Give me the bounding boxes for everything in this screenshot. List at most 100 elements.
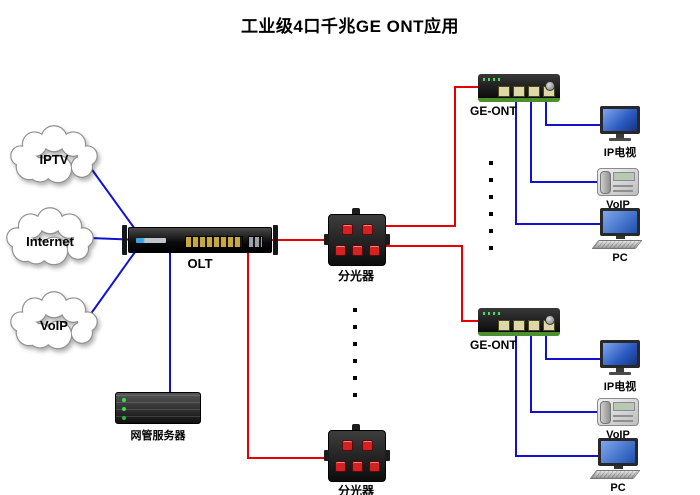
ellipsis-dots-ont: [489, 156, 493, 250]
splitter-port: [341, 224, 353, 236]
olt-uplink-ports: [248, 236, 263, 248]
ont-led-indicators: [483, 78, 503, 81]
splitter-port: [361, 440, 373, 452]
olt-pon-ports: [185, 236, 243, 248]
ellipsis-dots-splitter: [353, 303, 357, 397]
phone-keypad: [613, 182, 633, 192]
pc-screen: [598, 438, 638, 466]
endpoint-nms-server: 网管服务器: [112, 392, 204, 443]
link-ont2-tv: [545, 332, 612, 360]
ont-top-label: GE-ONT: [470, 104, 517, 118]
endpoint-pc-top: PC: [591, 208, 648, 264]
ont-antenna-connector: [545, 315, 555, 325]
splitter-bottom-device: [324, 424, 390, 482]
ont-lan-port: [528, 86, 540, 97]
phone-handset: [600, 401, 611, 424]
cloud-internet: Internet: [2, 206, 98, 268]
olt-mount-ear-left: [122, 225, 127, 255]
pc-icon: [591, 208, 643, 249]
tv-screen: [600, 106, 640, 134]
fiber-olt-splitter-bottom: [247, 250, 340, 459]
pc-icon: [589, 438, 641, 479]
phone-icon: [597, 168, 639, 196]
splitter-port: [368, 460, 380, 472]
ont-top-device: [478, 74, 560, 102]
olt-device: [122, 225, 278, 255]
phone-screen: [613, 172, 635, 181]
server-led: [122, 398, 126, 402]
fiber-splitter-ont-top: [380, 86, 484, 227]
splitter-port: [334, 460, 346, 472]
pc-stand: [613, 466, 623, 469]
ont-led-indicators: [483, 312, 503, 315]
tv-icon: [600, 340, 640, 375]
olt-chassis: [128, 227, 272, 253]
tv-icon: [600, 106, 640, 141]
splitter-port: [334, 244, 346, 256]
ont-lan-port: [498, 86, 510, 97]
ont-lan-port: [513, 320, 525, 331]
diagram-title: 工业级4口千兆GE ONT应用: [240, 17, 460, 36]
server-icon: [115, 392, 201, 424]
phone-icon: [597, 398, 639, 426]
link-ont1-phone: [530, 98, 610, 183]
link-ont1-tv: [545, 98, 612, 126]
tv-stand: [616, 368, 624, 372]
splitter-port: [361, 224, 373, 236]
ont-bottom-device: [478, 308, 560, 336]
splitter-port: [351, 244, 363, 256]
pc-stand: [615, 236, 625, 239]
fiber-splitter-ont-bottom: [380, 245, 484, 322]
endpoint-iptv-tv-top: IP电视: [592, 106, 648, 160]
endpoint-voip-phone-bottom: VoIP: [590, 398, 646, 441]
nms-server-label: 网管服务器: [130, 430, 186, 442]
tv-stand: [616, 134, 624, 138]
splitter-body: [324, 214, 390, 266]
phone-keypad: [613, 412, 633, 422]
splitter-port: [368, 244, 380, 256]
tv-screen: [600, 340, 640, 368]
phone-handset: [600, 171, 611, 194]
iptv-tv-label: IP电视: [603, 147, 637, 159]
splitter-body: [324, 430, 390, 482]
splitter-bottom-label: 分光器: [337, 484, 374, 495]
iptv-tv-label: IP电视: [603, 381, 637, 393]
splitter-port: [351, 460, 363, 472]
link-ont2-pc: [515, 332, 604, 457]
cloud-voip: VoIP: [6, 290, 102, 352]
olt-mount-ear-right: [273, 225, 278, 255]
tv-base: [609, 372, 631, 375]
link-voip-olt: [84, 244, 141, 323]
olt-logo: [136, 238, 166, 243]
ont-lan-port: [498, 320, 510, 331]
splitter-top-label: 分光器: [337, 269, 374, 283]
ont-antenna-connector: [545, 81, 555, 91]
pc-keyboard: [591, 240, 643, 249]
cloud-iptv: IPTV: [6, 124, 102, 186]
ont-lan-port: [513, 86, 525, 97]
link-iptv-olt: [84, 159, 141, 237]
ont-bottom-label: GE-ONT: [470, 338, 517, 352]
olt-label: OLT: [187, 256, 213, 271]
ont-lan-ports: [498, 320, 555, 331]
link-ont1-pc: [515, 98, 608, 225]
cloud-voip-label: VoIP: [40, 317, 68, 333]
splitter-fiber-connector: [352, 208, 360, 215]
pc-label: PC: [610, 482, 626, 494]
tv-base: [609, 138, 631, 141]
splitter-fiber-connector: [352, 424, 360, 431]
endpoint-pc-bottom: PC: [589, 438, 646, 494]
cloud-internet-label: Internet: [26, 233, 74, 249]
splitter-port: [341, 440, 353, 452]
cloud-iptv-label: IPTV: [39, 151, 69, 167]
phone-screen: [613, 402, 635, 411]
pc-screen: [600, 208, 640, 236]
splitter-top-device: [324, 208, 390, 266]
endpoint-iptv-tv-bottom: IP电视: [592, 340, 648, 394]
pc-keyboard: [589, 470, 641, 479]
link-ont2-phone: [530, 332, 610, 413]
pc-label: PC: [612, 252, 628, 264]
endpoint-voip-phone-top: VoIP: [590, 168, 646, 211]
